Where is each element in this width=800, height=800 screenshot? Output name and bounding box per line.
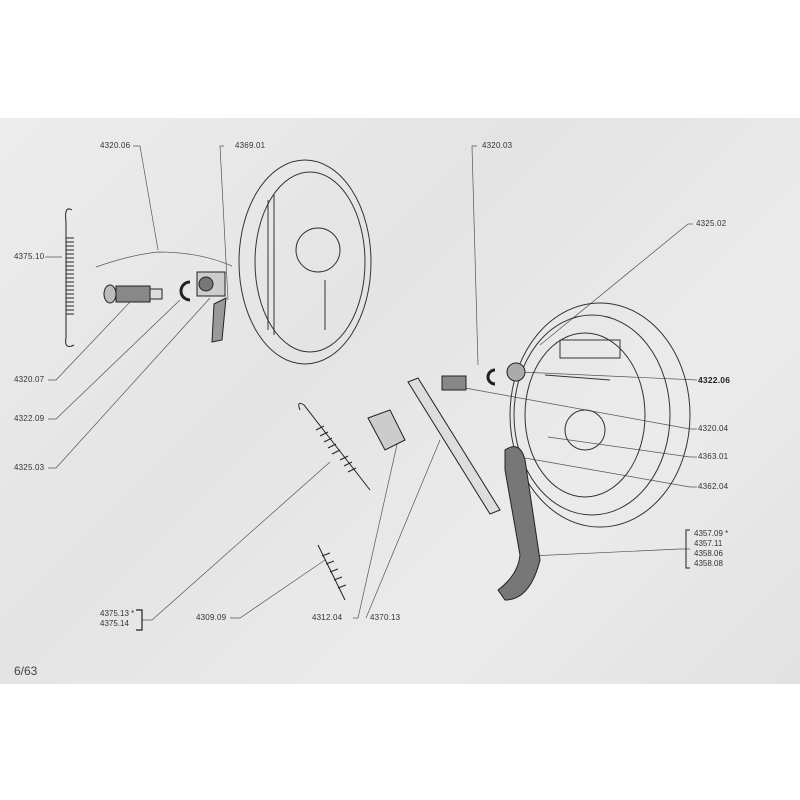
label-4322-06: 4322.06 [698, 375, 731, 385]
pin [211, 297, 227, 343]
label-4363-01: 4363.01 [698, 452, 729, 461]
label-4325-02: 4325.02 [696, 219, 727, 228]
right-brake-drum [509, 302, 691, 528]
c-clip [179, 280, 191, 302]
part-number: 4357.09 * [694, 529, 729, 538]
label-4369-01: 4369.01 [235, 141, 266, 150]
right-adjuster-screw [441, 362, 526, 391]
label-4320-04: 4320.04 [698, 424, 729, 433]
page-number: 6/63 [14, 664, 38, 678]
label-4362-04: 4362.04 [698, 482, 729, 491]
spring-small [317, 544, 347, 601]
label-4322-09: 4322.09 [14, 414, 45, 423]
left-brake-drum [238, 159, 372, 365]
leader-lines [45, 145, 698, 621]
part-number: 4375.14 [100, 619, 129, 628]
part-number: 4358.06 [694, 549, 723, 558]
spring-part-numbers: 4375.13 * 4375.14 [100, 609, 134, 629]
part-number: 4375.13 * [100, 609, 135, 618]
spring-group-bracket [136, 609, 143, 631]
label-4320-07: 4320.07 [14, 375, 45, 384]
push-bar [407, 377, 501, 515]
label-4370-13: 4370.13 [370, 613, 401, 622]
spring-long [65, 208, 75, 347]
part-number: 4357.11 [694, 539, 723, 548]
clip-plate [367, 409, 406, 451]
label-4309-09: 4309.09 [196, 613, 227, 622]
label-4312-04: 4312.04 [312, 613, 343, 622]
spring-middle [298, 402, 371, 491]
hand-brake-lever [497, 446, 541, 601]
label-4320-06: 4320.06 [100, 141, 131, 150]
label-4375-10: 4375.10 [14, 252, 45, 261]
paper-sheet [0, 118, 800, 684]
hex-nut [196, 271, 226, 297]
label-4325-03: 4325.03 [14, 463, 45, 472]
label-4320-03: 4320.03 [482, 141, 513, 150]
lever-group-bracket [685, 529, 690, 569]
part-number: 4358.08 [694, 559, 723, 568]
lever-part-numbers: 4357.09 * 4357.11 4358.06 4358.08 [694, 529, 728, 569]
adjuster-screw [103, 284, 163, 304]
